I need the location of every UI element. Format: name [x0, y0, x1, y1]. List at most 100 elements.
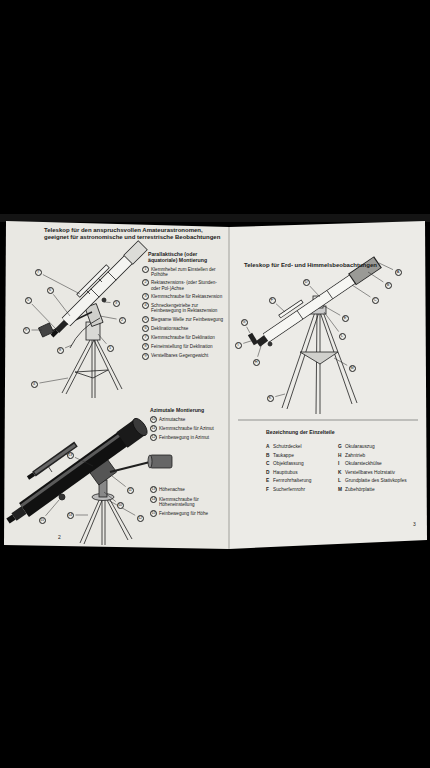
leader-line [368, 272, 383, 282]
equatorial-telescope-part [92, 340, 93, 398]
part-row: 2Rektaszensions- (oder Stunden- oder Pol… [142, 279, 226, 290]
paper-part [0, 214, 430, 222]
part-name: Schutzdeckel [273, 444, 336, 450]
part-list: 13Höhenachse14Klemmschraube für Höhenein… [150, 486, 226, 520]
list-number: 14 [150, 496, 157, 503]
azimuthal-telescope-part [80, 498, 100, 543]
part-row: MZubehörplatte [338, 487, 420, 493]
list-number: 6 [142, 325, 149, 332]
azimuthal-telescope-part [24, 428, 138, 510]
leader-line [352, 285, 370, 297]
equatorial-telescope-part [66, 340, 94, 394]
equatorial-telescope [38, 245, 143, 398]
list-number: 15 [150, 510, 157, 517]
leader-line [98, 334, 106, 344]
page-number: 2 [58, 535, 61, 541]
callout-letter: L [339, 333, 346, 340]
part-name: Klemmschraube für Azimut [159, 425, 226, 431]
part-name: Deklinationsachse [151, 325, 226, 331]
leader-line [275, 394, 285, 397]
equatorial-telescope-part [102, 298, 106, 302]
part-row: 5Biegsame Welle zur Feinbewegung [142, 316, 226, 323]
callout-number: 4 [31, 381, 38, 388]
part-list: GOkularauszugHZahntriebIOkularsteckhülse… [338, 444, 420, 495]
callout-number: 10 [117, 502, 124, 509]
part-name: Feinbewegung in Azimut [159, 434, 226, 440]
azimuthal-telescope-part [102, 498, 103, 545]
leader-line [324, 306, 340, 315]
page-title: Teleskop für Erd- und Himmelsbeobachtung… [244, 262, 414, 269]
refractor-telescope-part [327, 291, 333, 299]
callout-letter: B [385, 282, 392, 289]
part-name: Höhenachse [159, 486, 226, 492]
equatorial-telescope-part [66, 250, 138, 322]
part-row: 1Klemmhebel zum Einstellen der Polhöhe [142, 266, 226, 277]
part-name: Feineinstellung für Deklination [151, 343, 226, 349]
azimuthal-telescope-part [8, 517, 14, 521]
callout-number: 3 [113, 300, 120, 307]
part-row: 15Feinbewegung für Höhe [150, 510, 226, 517]
part-letter: A [266, 444, 273, 450]
list-number: 8 [142, 343, 149, 350]
part-list: 10Azimutachse11Klemmschraube für Azimut1… [150, 416, 226, 443]
equatorial-telescope-part [108, 272, 116, 280]
part-row: 10Azimutachse [150, 416, 226, 423]
callout-number: 2 [119, 317, 126, 324]
azimuthal-telescope-part [105, 498, 106, 545]
equatorial-telescope-part [94, 340, 118, 390]
part-row: KVerstellbares Holzstativ [338, 470, 420, 476]
part-name: Okularsteckhülse [345, 461, 420, 467]
part-row: IOkularsteckhülse [338, 461, 420, 467]
azimuthal-telescope-part [110, 462, 150, 472]
refractor-telescope-part [280, 302, 302, 317]
refractor-telescope-part [250, 334, 256, 344]
paper-part [238, 420, 418, 421]
part-name: Schneckengetriebe zur Feinbewegung in Re… [151, 302, 226, 313]
part-row: 6Deklinationsachse [142, 325, 226, 332]
leader-line [379, 263, 393, 270]
part-name: Taukappe [273, 453, 336, 459]
list-number: 1 [142, 266, 149, 273]
callout-letter: H [253, 359, 260, 366]
part-letter: I [338, 461, 345, 467]
equatorial-telescope-part [86, 290, 90, 294]
azimuthal-telescope-part [34, 444, 76, 474]
part-name: Biegsame Welle zur Feinbewegung [151, 316, 226, 322]
callout-letter: I [235, 342, 242, 349]
azimuthal-telescope-part [84, 498, 103, 544]
callout-letter: E [342, 315, 349, 322]
list-number: 10 [150, 416, 157, 423]
callout-number: 6 [47, 287, 54, 294]
equatorial-telescope-part [70, 318, 100, 348]
leader-line [243, 340, 254, 343]
part-letter: M [338, 487, 345, 493]
azimuthal-telescope-part [148, 455, 152, 468]
part-row: BTaukappe [266, 453, 336, 459]
equatorial-telescope-part [75, 370, 108, 378]
part-name: Fernrohrhalterung [273, 478, 336, 484]
equatorial-telescope-part [97, 340, 122, 389]
leader-line [247, 327, 250, 333]
paper-part [4, 221, 229, 549]
part-row: 9Verstellbares Gegengewicht [142, 353, 226, 360]
part-name: Verstellbares Holzstativ [345, 470, 420, 476]
equatorial-telescope-part [91, 289, 99, 297]
callout-letter: M [349, 365, 356, 372]
part-name: Feinbewegung für Höhe [159, 510, 226, 516]
list-number: 13 [150, 486, 157, 493]
list-number: 7 [142, 334, 149, 341]
refractor-telescope-part [297, 311, 303, 319]
equatorial-telescope-part [78, 266, 108, 296]
part-name: Rektaszensions- (oder Stunden- oder Pol-… [151, 279, 226, 290]
callout-letter: C [372, 297, 379, 304]
part-letter: L [338, 478, 345, 484]
leader-line [39, 378, 68, 383]
leader-line [32, 330, 43, 331]
part-row: DHaupttubus [266, 470, 336, 476]
callout-number: 7 [35, 269, 42, 276]
refractor-telescope-part [266, 270, 366, 338]
list-number: 9 [142, 353, 149, 360]
azimuthal-telescope-part [59, 494, 65, 500]
azimuthal-telescope-part [106, 498, 128, 540]
